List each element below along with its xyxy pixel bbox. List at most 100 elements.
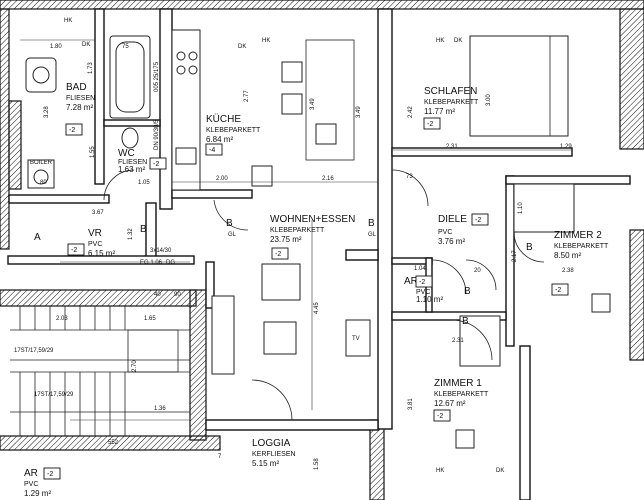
room-floor: KLEBEPARKETT [270, 227, 325, 234]
chair-z1 [455, 429, 475, 449]
room-name: ZIMMER 2 [554, 230, 602, 241]
dim: 2.17 [512, 250, 518, 262]
door-gl: GL [368, 232, 377, 238]
room-area: 11.77 m² [424, 107, 455, 116]
door-letter: B [368, 218, 375, 229]
stool [281, 61, 303, 83]
door-letter: B [462, 316, 469, 327]
dim: 1.04 [414, 266, 426, 272]
room-area: 3.76 m² [438, 237, 465, 246]
room-wc: WC FLIESEN 1.63 m² -2 [118, 148, 167, 174]
room-name: LOGGIA [252, 438, 291, 449]
dim: 3.81 [408, 398, 414, 410]
stool [281, 93, 303, 115]
room-bad: BAD FLIESEN 7.28 m² -2 [65, 82, 95, 136]
room-tag: -2 [475, 217, 481, 224]
dim: 1.80 [50, 44, 62, 50]
dim: 4.45 [314, 302, 320, 314]
dk-label: DK [238, 44, 246, 50]
dim: 2.38 [562, 268, 574, 274]
room-floor: PVC [416, 289, 430, 296]
window-label: DN 90/30/5 [154, 119, 160, 150]
room-loggia: LOGGIA KERFLIESEN 5.15 m² [252, 438, 296, 468]
stair-label-upper: 17ST/17,59/29 [14, 348, 54, 354]
room-tag: -2 [437, 413, 443, 420]
door-letter: A [34, 232, 41, 243]
dg-label: DG [166, 260, 175, 266]
tv-cabinet [345, 319, 371, 357]
room-name: DIELE [438, 214, 467, 225]
dim: 2.42 [408, 106, 414, 118]
hk-label: HK [436, 468, 444, 474]
bed-schlafen [469, 35, 569, 137]
dk-label: DK [454, 38, 462, 44]
dim: 1.73 [88, 62, 94, 74]
room-name: BAD [66, 82, 87, 93]
room-kuche: KÜCHE KLEBEPARKETT 6.84 m² -4 [205, 113, 261, 156]
room-name: WC [118, 148, 135, 159]
dim: 2.77 [244, 90, 250, 102]
dimension-labels: 1.80 75 3.28 1.73 1.55 2.77 3.49 3.49 2.… [44, 44, 574, 470]
room-floor: FLIESEN [66, 95, 95, 102]
room-floor: KLEBEPARKETT [434, 391, 489, 398]
dim: 2.16 [322, 176, 334, 182]
room-vr: VR PVC 6.15 m² -2 [67, 228, 115, 258]
room-area: 12.67 m² [434, 399, 466, 408]
room-zimmer2: ZIMMER 2 KLEBEPARKETT 8.50 m² -2 [551, 230, 609, 296]
room-name: VR [88, 228, 102, 239]
room-schlafen: SCHLAFEN KLEBEPARKETT 11.77 m² -2 [423, 86, 479, 130]
unit-label: 3x14/30 [150, 248, 172, 254]
chair-z2 [591, 293, 611, 313]
dim: 1.10 [518, 202, 524, 214]
dim: 75 [122, 44, 129, 50]
dim: 1.29 [560, 144, 572, 150]
dim: 2.00 [216, 176, 228, 182]
room-area: 6.84 m² [206, 135, 233, 144]
room-name: WOHNEN+ESSEN [270, 214, 355, 225]
dim: 2.31 [446, 144, 458, 150]
toilet [121, 127, 139, 149]
misc-labels: BOILER 80 EG 1.06 DG 3x14/30 TV DN 90/30… [30, 18, 533, 474]
room-tag: -2 [71, 247, 77, 254]
stool [315, 123, 337, 145]
door-letter: B [526, 242, 533, 253]
dim: 3.67 [92, 210, 104, 216]
boiler-label: BOILER [30, 160, 53, 166]
dim: 1.55 [90, 146, 96, 158]
boiler-size: 80 [40, 180, 47, 186]
room-wohnen: WOHNEN+ESSEN KLEBEPARKETT 23.75 m² -2 [270, 214, 355, 260]
room-tag: -2 [47, 471, 53, 478]
room-zimmer1: ZIMMER 1 KLEBEPARKETT 12.67 m² -2 [433, 378, 489, 422]
room-ar-bottom: AR PVC 1.29 m² -2 [24, 467, 61, 498]
tv-label: TV [352, 336, 360, 342]
dim: 3.49 [356, 106, 362, 118]
coffee-table [263, 321, 297, 355]
door-letter: B [464, 286, 471, 297]
ottoman [261, 263, 301, 301]
wardrobe-z1 [459, 315, 501, 367]
hk-label: HK [64, 18, 72, 24]
hk-label: HK [436, 38, 444, 44]
dk-label: DK [496, 468, 504, 474]
room-floor: KLEBEPARKETT [424, 99, 479, 106]
room-name: SCHLAFEN [424, 86, 477, 97]
room-area: 8.50 m² [554, 251, 581, 260]
room-ar: AR PVC 1.10 m² -2 [404, 275, 443, 304]
dim: 3.49 [310, 98, 316, 110]
desk-z2 [513, 183, 575, 233]
door-letter: B [140, 224, 147, 235]
dim: 552 [108, 440, 119, 446]
room-floor: PVC [438, 229, 452, 236]
room-floor: KERFLIESEN [252, 451, 296, 458]
room-tag: -2 [153, 161, 159, 168]
dim: 90 [174, 292, 181, 298]
room-name: KÜCHE [206, 113, 241, 125]
dim: 1.36 [154, 406, 166, 412]
room-area: 1.63 m² [118, 165, 145, 174]
room-floor: PVC [24, 481, 38, 488]
dim: 40 [154, 292, 161, 298]
interior-walls [7, 8, 631, 500]
room-area: 5.15 m² [252, 459, 279, 468]
room-floor: FLIESEN [118, 159, 147, 166]
